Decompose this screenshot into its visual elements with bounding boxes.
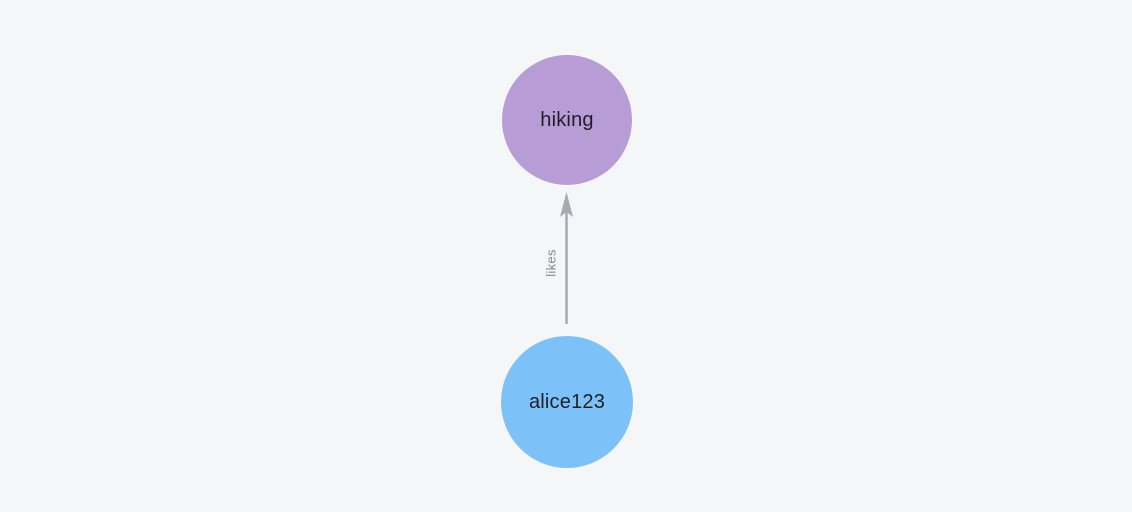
node-hiking-label: hiking xyxy=(540,108,594,131)
edge-likes-arrow[interactable] xyxy=(560,192,573,324)
node-alice123-label: alice123 xyxy=(528,390,606,413)
node-hiking[interactable]: hiking xyxy=(502,55,632,185)
node-alice123[interactable]: alice123 xyxy=(501,336,633,468)
edge-arrowhead-icon xyxy=(560,192,573,217)
edge-label-likes[interactable]: likes xyxy=(543,249,559,277)
